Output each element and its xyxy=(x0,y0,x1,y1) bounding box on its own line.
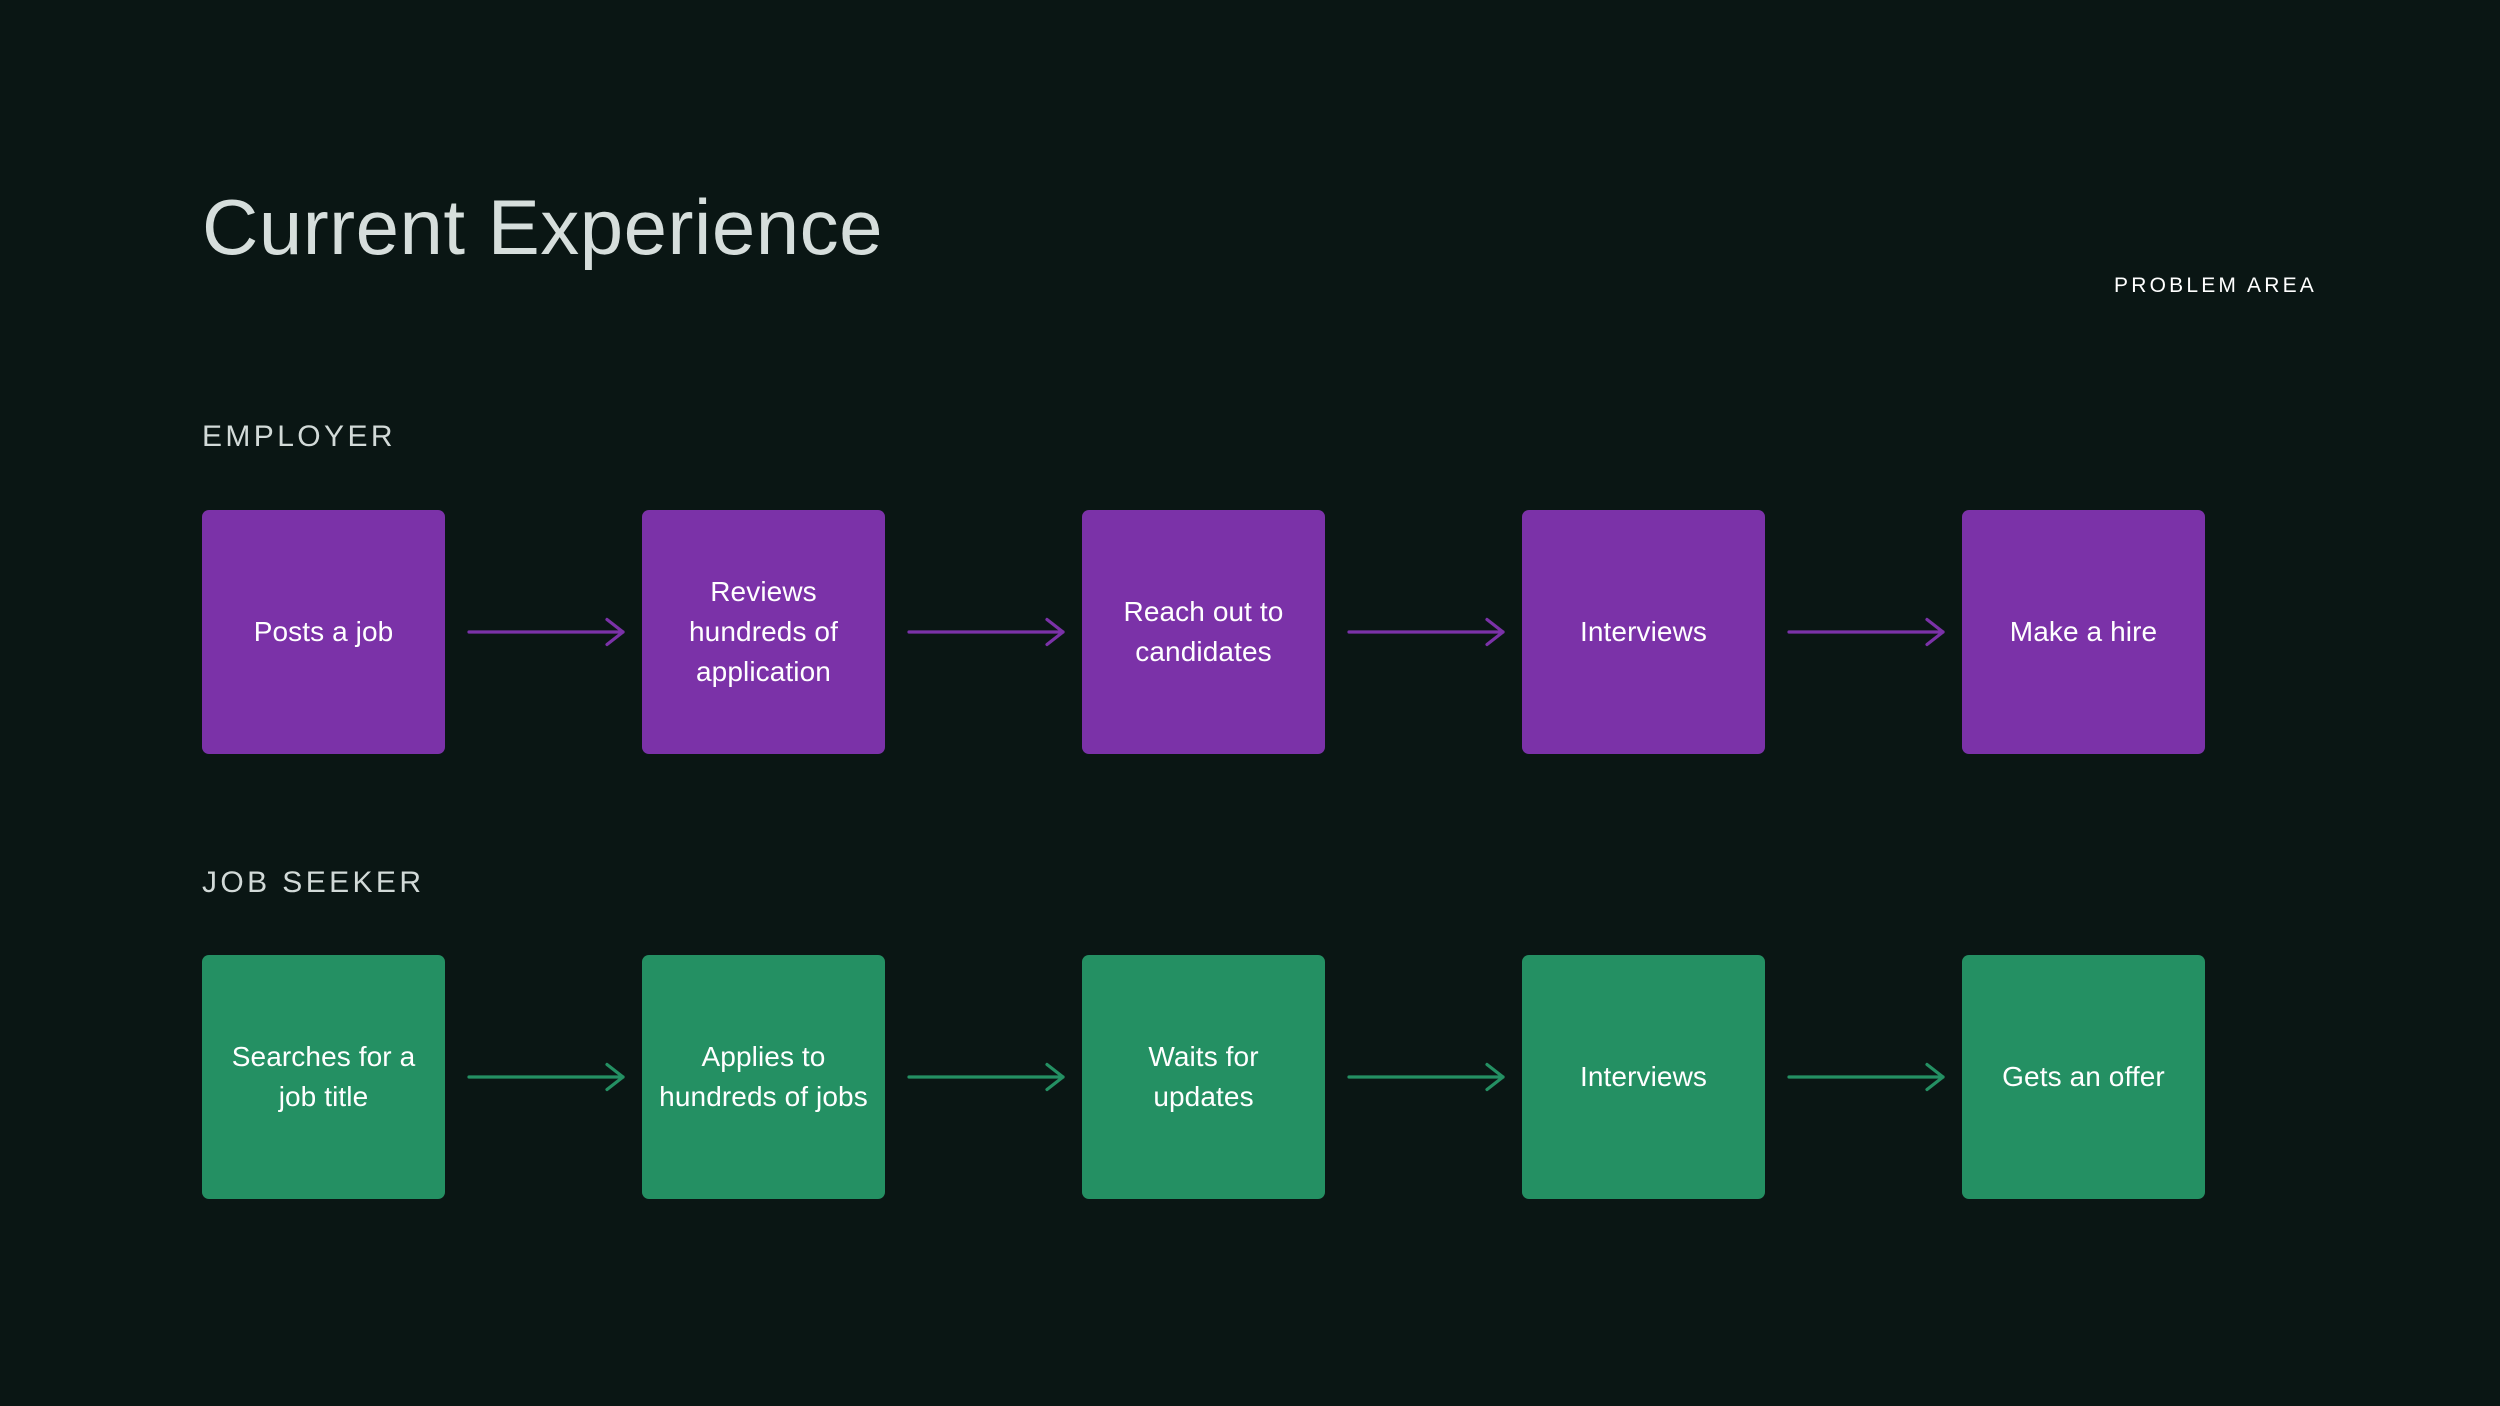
step-label: Applies to hundreds of jobs xyxy=(659,1041,868,1112)
lane-label-employer: EMPLOYER xyxy=(202,420,396,453)
step-label: Reach out to candidates xyxy=(1123,596,1284,667)
arrow-right-icon xyxy=(885,617,1082,647)
step-label: Interviews xyxy=(1579,616,1708,648)
arrow-right-icon xyxy=(1765,617,1962,647)
step-box-jobseeker-5[interactable]: Gets an offer xyxy=(1962,955,2205,1199)
step-label: Gets an offer xyxy=(2002,1061,2165,1093)
step-label: Make a hire xyxy=(2009,616,2158,648)
step-label: Reviews hundreds of application xyxy=(689,576,838,687)
step-box-employer-4[interactable]: Interviews xyxy=(1522,510,1765,754)
arrow-right-icon xyxy=(885,1062,1082,1092)
arrow-right-icon xyxy=(1325,1062,1522,1092)
arrow-right-icon xyxy=(445,1062,642,1092)
step-box-employer-2[interactable]: Reviews hundreds of application xyxy=(642,510,885,754)
step-box-employer-1[interactable]: Posts a job xyxy=(202,510,445,754)
step-box-jobseeker-3[interactable]: Waits for updates xyxy=(1082,955,1325,1199)
lane-label-job-seeker: JOB SEEKER xyxy=(202,866,425,899)
step-box-jobseeker-4[interactable]: Interviews xyxy=(1522,955,1765,1199)
arrow-right-icon xyxy=(1765,1062,1962,1092)
step-box-employer-3[interactable]: Reach out to candidates xyxy=(1082,510,1325,754)
step-label: Posts a job xyxy=(253,616,394,648)
step-box-jobseeker-1[interactable]: Searches for a job title xyxy=(202,955,445,1199)
step-box-employer-5[interactable]: Make a hire xyxy=(1962,510,2205,754)
arrow-right-icon xyxy=(1325,617,1522,647)
arrow-right-icon xyxy=(445,617,642,647)
step-label: Waits for updates xyxy=(1148,1041,1259,1112)
step-label: Interviews xyxy=(1579,1061,1708,1093)
step-box-jobseeker-2[interactable]: Applies to hundreds of jobs xyxy=(642,955,885,1199)
problem-area-tag: PROBLEM AREA xyxy=(2114,274,2317,297)
page-title: Current Experience xyxy=(202,183,883,271)
step-label: Searches for a job title xyxy=(231,1041,416,1112)
